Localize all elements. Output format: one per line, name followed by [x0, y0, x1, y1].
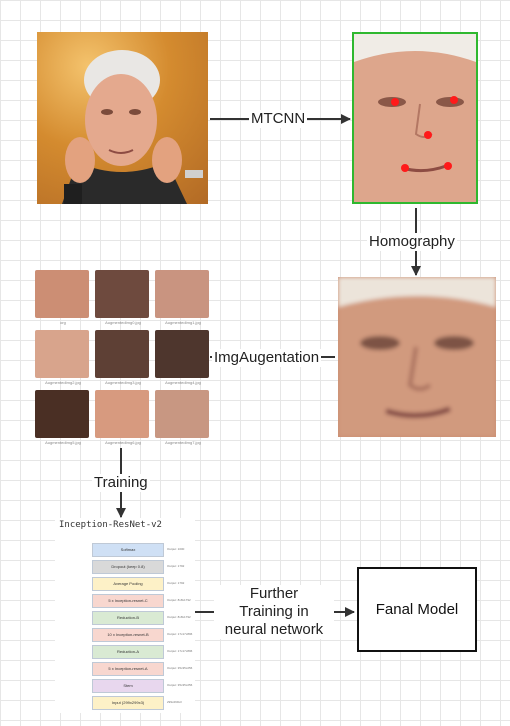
layer-reduction-a: Reduction-A: [92, 645, 164, 659]
layer-note-8: Output: 35x35x256: [167, 683, 193, 687]
thumb-6: [35, 390, 89, 438]
thumb-caption-6: AugmentedImg5.jpg: [45, 440, 81, 445]
thumb-5: [155, 330, 209, 378]
landmark-mouth-left: [401, 164, 409, 172]
thumb-caption-3: AugmentedImg2.jpg: [45, 380, 81, 385]
thumb-caption-8: AugmentedImg7.jpg: [165, 440, 201, 445]
layer-note-9: 299x299x3: [167, 700, 182, 704]
original-face-photo: [37, 32, 208, 204]
layer-note-6: Output: 17x17x896: [167, 649, 193, 653]
layer-inception-a: 5 x Inception-resnet-A: [92, 662, 164, 676]
landmark-nose: [424, 131, 432, 139]
thumb-2: [155, 270, 209, 318]
thumb-8: [155, 390, 209, 438]
thumb-1: [95, 270, 149, 318]
layer-note-4: Output: 8x8x1792: [167, 615, 191, 619]
layer-input: Input (299x299x3): [92, 696, 164, 710]
thumb-caption-5: AugmentedImg4.jpg: [165, 380, 201, 385]
thumb-caption-0: org: [60, 320, 66, 325]
thumb-caption-4: AugmentedImg3.jpg: [105, 380, 141, 385]
layer-stem: Stem: [92, 679, 164, 693]
layer-note-3: Output: 8x8x1792: [167, 598, 191, 602]
thumb-4: [95, 330, 149, 378]
layer-reduction-b: Reduction-B: [92, 611, 164, 625]
layer-inception-b: 10 x Inception-resnet-B: [92, 628, 164, 642]
thumb-0: [35, 270, 89, 318]
layer-note-0: Output: 1000: [167, 547, 185, 551]
thumb-caption-1: AugmentedImg0.jpg: [105, 320, 141, 325]
layer-note-2: Output: 1792: [167, 581, 185, 585]
layer-dropout: Dropout (keep 0.8): [92, 560, 164, 574]
layer-note-7: Output: 35x35x256: [167, 666, 193, 670]
layer-note-1: Output: 1792: [167, 564, 185, 568]
label-mtcnn: MTCNN: [249, 110, 308, 128]
label-homography: Homography: [367, 233, 457, 251]
label-img-augmentation: ImgAugentation: [212, 349, 322, 367]
inception-resnet-diagram: Inception-ResNet-v2 Softmax Output: 1000…: [55, 518, 195, 713]
label-further-training: Further Training in neural network: [214, 585, 334, 639]
layer-softmax: Softmax: [92, 543, 164, 557]
layer-inception-c: 5 x Inception-resnet-C: [92, 594, 164, 608]
thumb-caption-2: AugmentedImg1.jpg: [165, 320, 201, 325]
landmark-mouth-right: [444, 162, 452, 170]
landmark-left-eye: [391, 98, 399, 106]
detected-face-crop: [352, 32, 478, 204]
landmark-right-eye: [450, 96, 458, 104]
network-title: Inception-ResNet-v2: [59, 520, 162, 530]
thumb-7: [95, 390, 149, 438]
final-model-label: Fanal Model: [375, 601, 459, 618]
final-model-box: Fanal Model: [357, 567, 477, 652]
thumb-3: [35, 330, 89, 378]
layer-note-5: Output: 17x17x896: [167, 632, 193, 636]
label-training: Training: [92, 474, 150, 492]
layer-avg-pool: Average Pooling: [92, 577, 164, 591]
augmented-thumbnail-grid: org AugmentedImg0.jpg AugmentedImg1.jpg …: [33, 268, 213, 458]
aligned-face: [338, 277, 496, 437]
thumb-caption-7: AugmentedImg6.jpg: [105, 440, 141, 445]
